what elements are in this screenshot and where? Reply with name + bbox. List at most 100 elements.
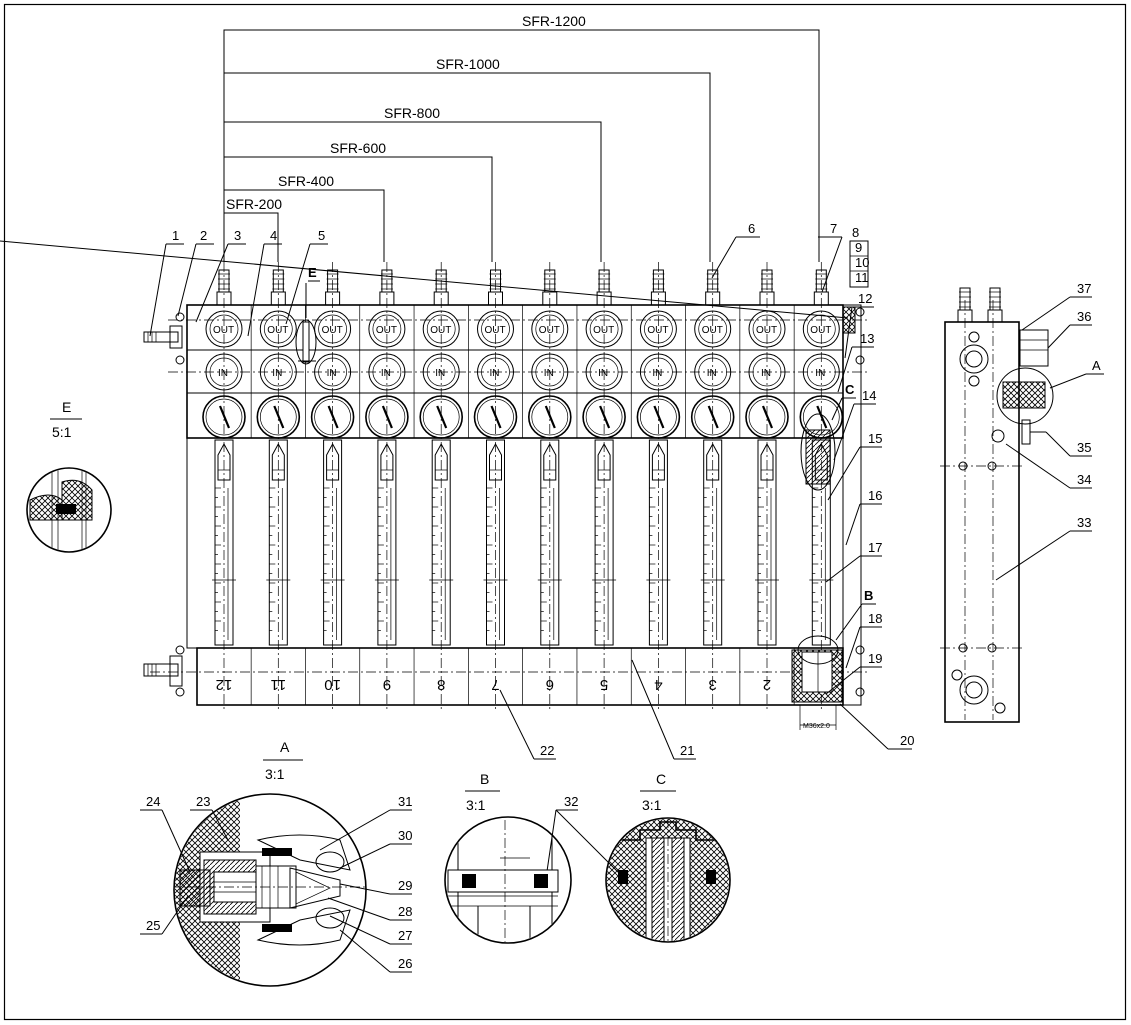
out-port-label: OUT	[756, 325, 777, 336]
detail-a-marker: A	[1092, 358, 1101, 373]
float-icon	[597, 442, 611, 481]
out-port-icon	[639, 310, 677, 348]
part-callout: 12	[844, 291, 874, 359]
in-port-icon	[422, 353, 460, 391]
part-number-label: 27	[398, 928, 412, 943]
part-callout: 11	[855, 270, 869, 285]
part-callout: 20	[839, 703, 914, 750]
float-icon	[217, 442, 231, 481]
part-callout: 32	[545, 794, 578, 879]
part-callout: 34	[1005, 443, 1092, 489]
model-label: SFR-600	[330, 140, 386, 156]
part-number-label: 16	[868, 488, 882, 503]
valve-knob-icon	[419, 395, 464, 439]
side-body	[944, 321, 1020, 723]
detail-a-letter: A	[280, 739, 290, 755]
out-port-icon	[531, 310, 569, 348]
part-number-label: 2	[200, 228, 207, 243]
flow-tube	[377, 439, 397, 646]
part-number-label: 23	[196, 794, 210, 809]
part-callout: 31	[319, 794, 412, 851]
drawing-frame	[3, 3, 1127, 1021]
part-callout: 8	[0, 225, 859, 319]
front-view: OUTIN12OUTIN11OUTIN10OUTIN9OUTIN8OUTIN7O…	[143, 262, 870, 730]
detail-a: A 3:1	[173, 739, 367, 987]
float-icon	[380, 442, 394, 481]
part-callout: 16	[845, 488, 882, 546]
part-callout: 29	[339, 878, 412, 895]
part-number-label: 37	[1077, 281, 1091, 296]
in-port-label: IN	[652, 368, 662, 379]
detail-c-marker: C	[845, 382, 855, 397]
part-number-label: 18	[868, 611, 882, 626]
part-number-label: 6	[748, 221, 755, 236]
flow-tube	[594, 439, 614, 646]
part-number-label: 28	[398, 904, 412, 919]
part-box	[849, 240, 869, 288]
part-number-label: 20	[900, 733, 914, 748]
part-callout: 2	[177, 228, 214, 317]
in-port-icon	[531, 353, 569, 391]
in-port-icon	[748, 353, 786, 391]
detail-b-scale: 3:1	[466, 797, 486, 813]
part-number-label: 24	[146, 794, 160, 809]
part-number-label: 22	[540, 743, 554, 758]
part-callout: 3	[195, 228, 246, 323]
meter-columns: OUTIN12OUTIN11OUTIN10OUTIN9OUTIN8OUTIN7O…	[202, 262, 844, 712]
detail-e-letter: E	[62, 399, 71, 415]
flow-tube	[648, 439, 668, 646]
valve-knob-icon	[473, 395, 518, 439]
column-number: 4	[654, 676, 662, 693]
out-port-label: OUT	[376, 325, 397, 336]
in-port-icon	[585, 353, 623, 391]
part-number-label: 21	[680, 743, 694, 758]
part-callout: 17	[825, 540, 882, 583]
out-port-label: OUT	[593, 325, 614, 336]
float-icon	[651, 442, 665, 481]
out-port-label: OUT	[702, 325, 723, 336]
out-port-label: OUT	[810, 325, 831, 336]
column-number: 2	[763, 676, 771, 693]
part-number-label: 30	[398, 828, 412, 843]
part-callout: 10	[855, 255, 869, 270]
in-port-icon	[314, 353, 352, 391]
column-number: 9	[383, 676, 391, 693]
part-callout: 27	[329, 915, 412, 945]
model-label: SFR-800	[384, 105, 440, 121]
part-number-label: 10	[855, 255, 869, 270]
bottom-block	[196, 647, 844, 706]
float-icon	[760, 442, 774, 481]
float-icon	[489, 442, 502, 481]
out-port-label: OUT	[267, 325, 288, 336]
in-port-label: IN	[598, 368, 608, 379]
detail-b-letter: B	[480, 771, 489, 787]
out-port-label: OUT	[539, 325, 560, 336]
part-number-label: 26	[398, 956, 412, 971]
part-number-label: 35	[1077, 440, 1091, 455]
column-number: 11	[271, 676, 287, 693]
in-port-icon	[205, 353, 243, 391]
part-number-label: 36	[1077, 309, 1091, 324]
part-callout: 1	[149, 228, 184, 337]
part-callout: 22	[499, 689, 556, 760]
out-port-label: OUT	[213, 325, 234, 336]
detail-e-marker: E	[308, 265, 317, 280]
side-view	[940, 287, 1054, 723]
part-callout: 35	[1045, 431, 1092, 457]
valve-knob-icon	[690, 395, 735, 439]
part-number-label: 7	[830, 221, 837, 236]
out-port-icon	[694, 310, 732, 348]
part-callout: 21	[631, 659, 696, 760]
left-fitting-bottom	[143, 645, 185, 697]
flow-tube	[486, 439, 505, 646]
model-label: SFR-400	[278, 173, 334, 189]
valve-knob-icon	[527, 395, 572, 439]
part-number-label: 8	[852, 225, 859, 240]
part-callout: 37	[1021, 281, 1092, 331]
part-number-label: 15	[868, 431, 882, 446]
column-number: 6	[546, 676, 554, 693]
